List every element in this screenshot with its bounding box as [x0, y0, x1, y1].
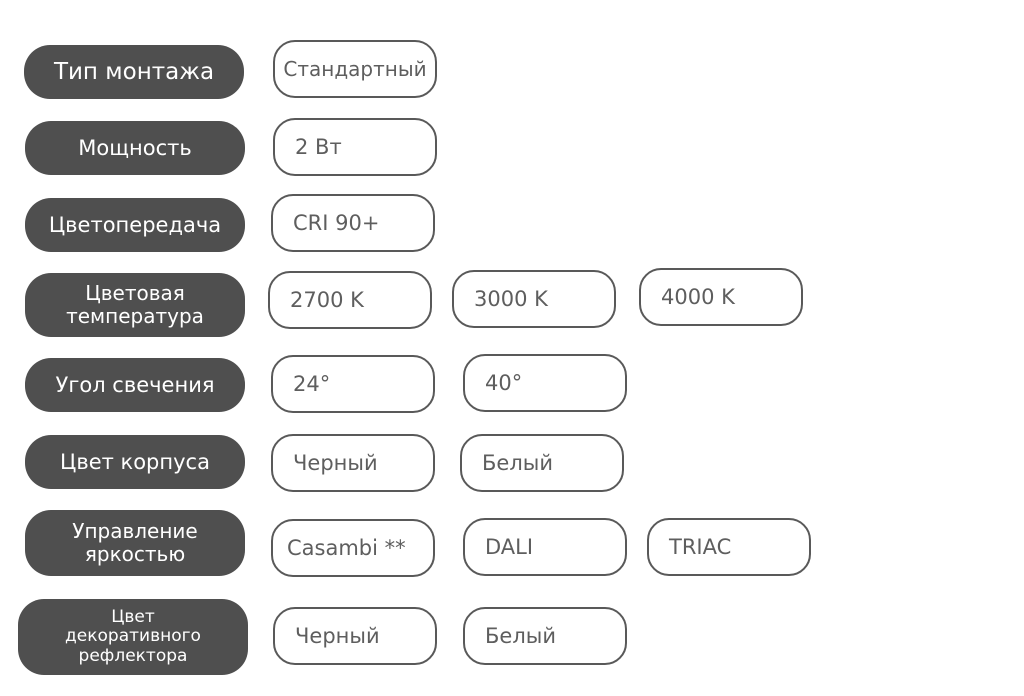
option-body-black[interactable]: Черный: [271, 434, 435, 492]
option-40deg[interactable]: 40°: [463, 354, 627, 412]
option-3000k[interactable]: 3000 K: [452, 270, 616, 328]
label-color-temperature: Цветовая температура: [25, 273, 245, 337]
label-text: Мощность: [78, 135, 192, 160]
option-body-white[interactable]: Белый: [460, 434, 624, 492]
label-text: Управление яркостью: [72, 519, 198, 566]
option-reflector-black[interactable]: Черный: [273, 607, 437, 665]
label-power: Мощность: [25, 121, 245, 175]
option-24deg[interactable]: 24°: [271, 355, 435, 413]
label-text: Цвет декоративного рефлектора: [65, 606, 201, 666]
option-4000k[interactable]: 4000 K: [639, 268, 803, 326]
option-standard[interactable]: Стандартный: [273, 40, 437, 98]
option-casambi[interactable]: Casambi **: [271, 519, 435, 577]
label-text: Цветовая температура: [66, 281, 204, 328]
label-text: Цветопередача: [48, 212, 222, 237]
label-body-color: Цвет корпуса: [25, 435, 245, 489]
option-dali[interactable]: DALI: [463, 518, 627, 576]
label-text: Цвет корпуса: [60, 449, 210, 474]
option-2w[interactable]: 2 Вт: [273, 118, 437, 176]
label-dimming-control: Управление яркостью: [25, 510, 245, 576]
option-reflector-white[interactable]: Белый: [463, 607, 627, 665]
option-triac[interactable]: TRIAC: [647, 518, 811, 576]
label-mounting-type: Тип монтажа: [24, 45, 244, 99]
label-text: Угол свечения: [55, 372, 215, 397]
label-reflector-color: Цвет декоративного рефлектора: [18, 599, 248, 675]
label-beam-angle: Угол свечения: [25, 358, 245, 412]
option-2700k[interactable]: 2700 K: [268, 271, 432, 329]
label-text: Тип монтажа: [53, 58, 215, 85]
option-cri90[interactable]: CRI 90+: [271, 194, 435, 252]
label-color-rendering: Цветопередача: [25, 198, 245, 252]
